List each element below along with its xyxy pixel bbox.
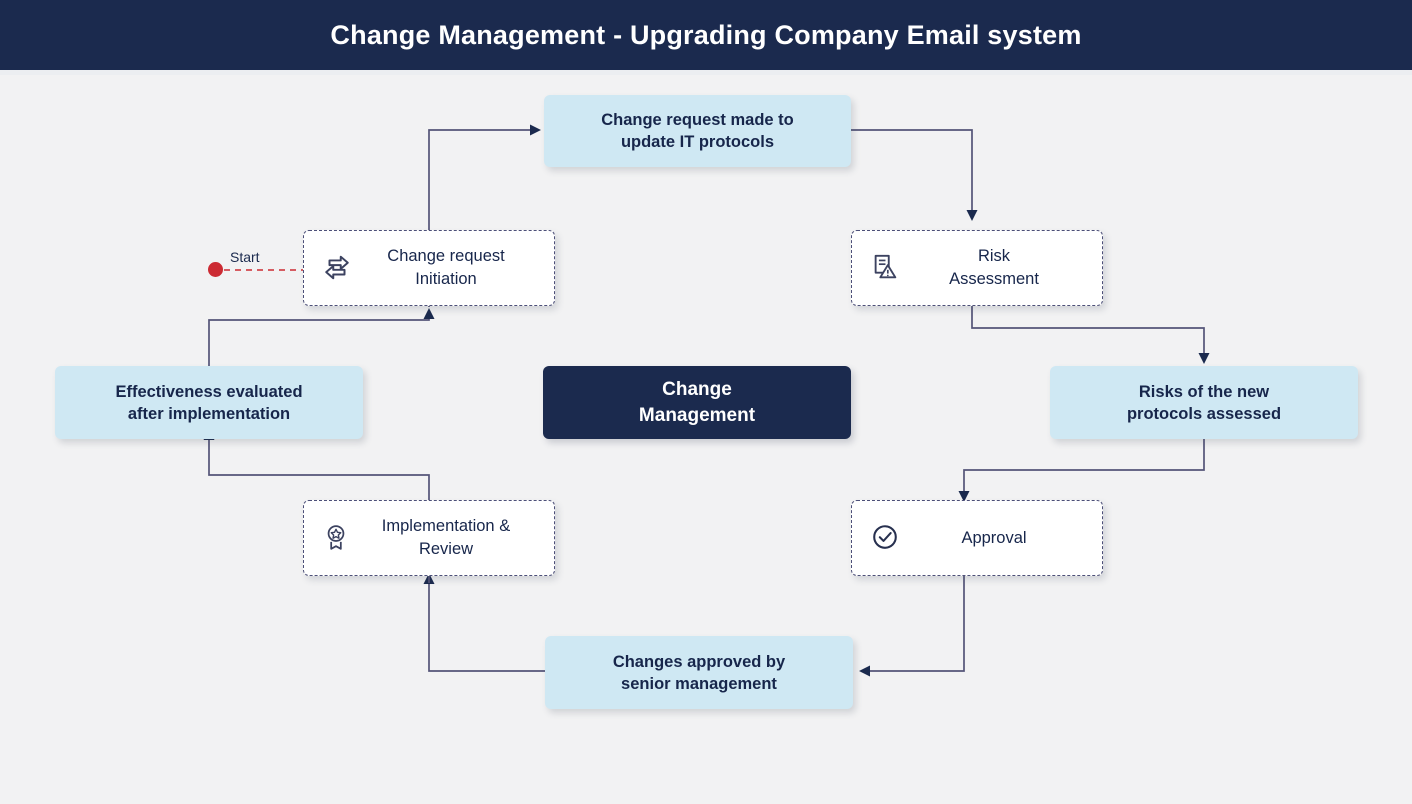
edge-approval-to-changes-approved (859, 570, 965, 677)
node-change-management-center[interactable]: Change Management (543, 366, 851, 439)
medal-icon (322, 522, 352, 554)
node-label: Risks of the new protocols assessed (1127, 381, 1281, 425)
node-label-line1: Effectiveness evaluated (115, 382, 303, 401)
page-title: Change Management - Upgrading Company Em… (330, 20, 1082, 50)
node-label-line1: Risks of the new (1138, 382, 1270, 401)
node-label-line1: Change (662, 378, 732, 400)
node-label: Approval (900, 527, 1102, 550)
page-header: Change Management - Upgrading Company Em… (0, 0, 1412, 70)
exchange-arrows-icon (322, 252, 352, 284)
header-divider (0, 70, 1412, 75)
node-label-line1: Approval (961, 528, 1027, 547)
node-changes-approved[interactable]: Changes approved by senior management (545, 636, 853, 709)
node-label: Change Management (639, 377, 755, 429)
node-label: Changes approved by senior management (613, 651, 785, 695)
edge-risks-assessed-to-approval (958, 432, 1205, 502)
node-risk-assessment[interactable]: Risk Assessment (851, 230, 1103, 306)
document-warning-icon (870, 252, 900, 284)
node-approval[interactable]: Approval (851, 500, 1103, 576)
node-label-line1: Changes approved by (612, 652, 786, 671)
start-label: Start (230, 249, 260, 265)
node-risks-assessed[interactable]: Risks of the new protocols assessed (1050, 366, 1358, 439)
node-change-request-initiation[interactable]: Change request Initiation (303, 230, 555, 306)
node-label: Risk Assessment (900, 245, 1102, 291)
node-label-line2: protocols assessed (1126, 404, 1282, 423)
node-label-line1: Change request made to (601, 111, 794, 129)
node-label-line2: Review (418, 540, 474, 558)
edge-risk-assessment-to-risks-assessed (971, 297, 1210, 364)
node-label-line2: senior management (621, 674, 777, 693)
node-label-line2: Assessment (949, 270, 1039, 288)
edge-changes-approved-to-implementation (423, 573, 545, 672)
node-effectiveness-evaluated[interactable]: Effectiveness evaluated after implementa… (55, 366, 363, 439)
node-implementation-review[interactable]: Implementation & Review (303, 500, 555, 576)
connector-layer (203, 124, 1210, 677)
node-label-line1: Change request (387, 247, 505, 265)
node-label: Implementation & Review (352, 515, 554, 561)
check-circle-icon (870, 522, 900, 554)
node-label-line1: Risk (977, 247, 1011, 265)
diagram-canvas: Start Change request made to update IT p… (0, 75, 1412, 804)
start-dot-marker (208, 262, 223, 277)
edge-request-made-to-risk-assessment (851, 129, 978, 221)
node-label-line1: Implementation & (381, 517, 511, 535)
node-label: Effectiveness evaluated after implementa… (115, 381, 302, 425)
node-label: Change request Initiation (352, 245, 554, 291)
node-label-line2: update IT protocols (620, 133, 775, 151)
node-label-line2: after implementation (127, 404, 291, 423)
node-label-line2: Initiation (415, 270, 477, 288)
node-label: Change request made to update IT protoco… (601, 109, 794, 153)
node-label-line2: Management (638, 404, 756, 426)
node-change-request-made[interactable]: Change request made to update IT protoco… (544, 95, 851, 167)
